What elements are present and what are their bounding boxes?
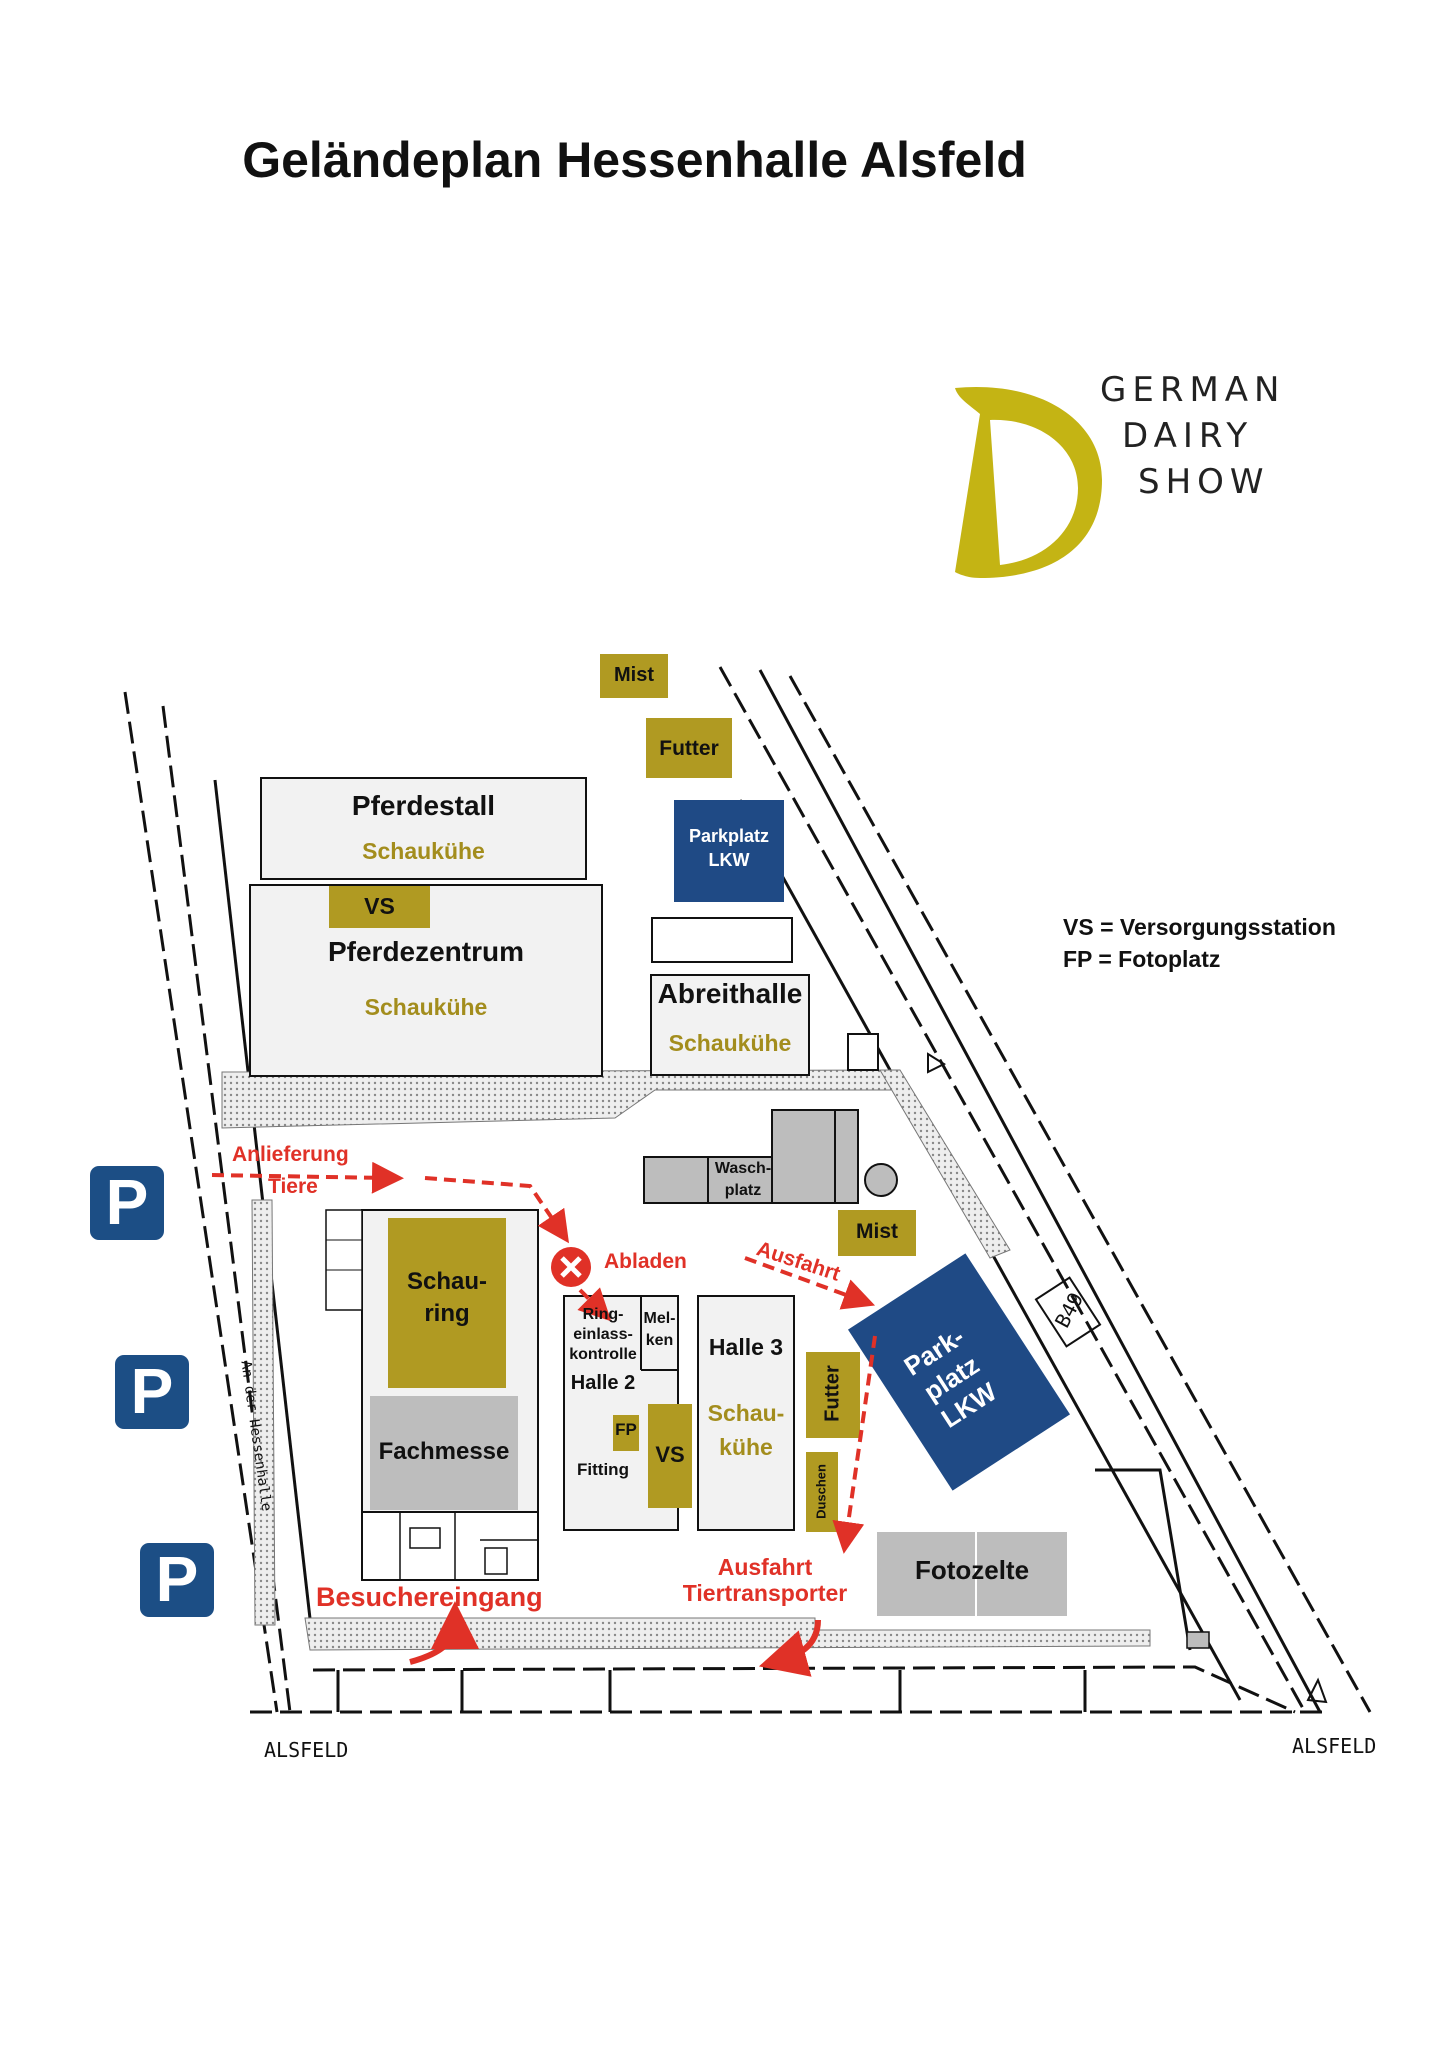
halle3-sub2: kühe: [719, 1434, 773, 1460]
duschen-label: Duschen: [813, 1464, 829, 1519]
road-small-box: [1186, 1631, 1210, 1649]
small-shed: [651, 917, 793, 963]
waschplatz-line2: platz: [724, 1182, 762, 1199]
parkplatz-lkw-top-line2: LKW: [708, 850, 750, 870]
logo-word-german: GERMAN: [1100, 370, 1286, 410]
logo-word-show: SHOW: [1138, 462, 1270, 502]
pferdezentrum-vs-label: VS: [364, 893, 395, 919]
pferdestall-sub: Schaukühe: [362, 838, 485, 864]
vs-mid-label: VS: [655, 1442, 685, 1467]
fachmesse-label: Fachmesse: [378, 1438, 510, 1465]
schauring-line1: Schau-: [406, 1268, 487, 1295]
halle2-label: Halle 2: [570, 1372, 636, 1394]
fitting-label: Fitting: [577, 1460, 629, 1479]
anlieferung-line1: Anlieferung: [232, 1143, 349, 1166]
besuchereingang-arrow: [409, 1601, 479, 1665]
halle3-building: [697, 1295, 795, 1531]
road-bottom: [250, 1665, 1330, 1714]
parkplatz-lkw-top-line1: Parkplatz: [688, 826, 770, 846]
schauring-line2: ring: [424, 1300, 470, 1327]
dotted-path-east: [879, 1069, 1011, 1259]
parking-sign-3-letter: P: [155, 1543, 199, 1615]
abreithalle-label: Abreithalle: [657, 978, 803, 1009]
logo-word-dairy: DAIRY: [1122, 416, 1254, 456]
parking-sign-1-letter: P: [105, 1166, 149, 1238]
ringeinlass-line3: kontrolle: [569, 1346, 637, 1363]
pferdezentrum-vs-box: [329, 886, 430, 928]
fotozelte-label: Fotozelte: [914, 1555, 1030, 1585]
b49-triangle-bottom: [1306, 1677, 1328, 1704]
pferdezentrum-sub: Schaukühe: [364, 994, 488, 1020]
fachmesse-box: [370, 1396, 518, 1510]
ausfahrt-tt-arrow: [758, 1619, 821, 1677]
pferdestall-label: Pferdestall: [351, 790, 496, 821]
mist-top-label: Mist: [614, 664, 654, 686]
waschplatz-main: [707, 1156, 779, 1204]
parkplatz-lkw-big: [848, 1253, 1070, 1491]
legend-fp: FP = Fotoplatz: [1063, 946, 1221, 972]
parking-sign-3: P: [140, 1543, 214, 1617]
entrance-building: [361, 1511, 539, 1581]
parking-sign-1: P: [90, 1166, 164, 1240]
mist-top-box: [600, 654, 668, 698]
futter-top-label: Futter: [659, 737, 719, 760]
abreithalle-sub: Schaukühe: [668, 1030, 792, 1056]
parking-sign-2: P: [115, 1355, 189, 1429]
futter-top-box: [646, 718, 732, 778]
fp-box: [613, 1415, 639, 1451]
duschen-box: [806, 1452, 838, 1532]
b49-sign-box: [1034, 1276, 1102, 1348]
waschplatz-hall: [771, 1109, 859, 1204]
alsfeld-right-label: ALSFELD: [1292, 1734, 1377, 1758]
anlieferung-line2: Tiere: [268, 1175, 318, 1198]
ringeinlass-line2: einlass-: [573, 1326, 633, 1343]
alsfeld-left-label: ALSFELD: [264, 1738, 349, 1762]
schauring-box: [388, 1218, 506, 1388]
abreithalle: [650, 974, 810, 1076]
halle3-label: Halle 3: [708, 1334, 784, 1360]
legend-vs: VS = Versorgungsstation: [1063, 914, 1336, 940]
b49-triangle-top: [927, 1052, 947, 1074]
entrance-rooms: [399, 1512, 538, 1580]
fotozelte-right: [977, 1532, 1067, 1616]
mist-mid-box: [838, 1210, 916, 1256]
mist-mid-label: Mist: [856, 1220, 898, 1243]
route-arrows: [211, 1161, 877, 1554]
halle3-sub1: Schau-: [707, 1400, 785, 1426]
parking-sign-2-letter: P: [130, 1355, 174, 1427]
fotozelte-left: [877, 1532, 975, 1616]
side-annex: [325, 1209, 363, 1311]
waschplatz-line1: Wasch-: [714, 1160, 772, 1177]
fp-label: FP: [615, 1420, 637, 1439]
silo: [864, 1163, 898, 1197]
ringeinlass-line1: Ring-: [582, 1306, 624, 1323]
besuchereingang-label: Besuchereingang: [316, 1582, 543, 1612]
ausfahrt-tt-line2: Tiertransporter: [682, 1580, 848, 1606]
pferdestall: [260, 777, 587, 880]
ausfahrt-tt-line1: Ausfahrt: [717, 1554, 813, 1580]
parkplatz-lkw-top: [674, 800, 784, 902]
small-gate: [847, 1033, 879, 1071]
melken-line1: Mel-: [643, 1310, 676, 1327]
abladen-label: Abladen: [604, 1250, 687, 1273]
futter-side-label: Futter: [821, 1365, 844, 1422]
page-title: Geländeplan Hessenhalle Alsfeld: [242, 132, 1027, 188]
dotted-path-south: [304, 1617, 1151, 1651]
pferdezentrum-label: Pferdezentrum: [327, 936, 525, 967]
melken-line2: ken: [645, 1332, 674, 1349]
logo-d-icon: [955, 386, 1102, 578]
vs-mid-box: [648, 1404, 692, 1508]
dotted-path-west: [251, 1199, 276, 1626]
futter-side-box: [806, 1352, 860, 1438]
